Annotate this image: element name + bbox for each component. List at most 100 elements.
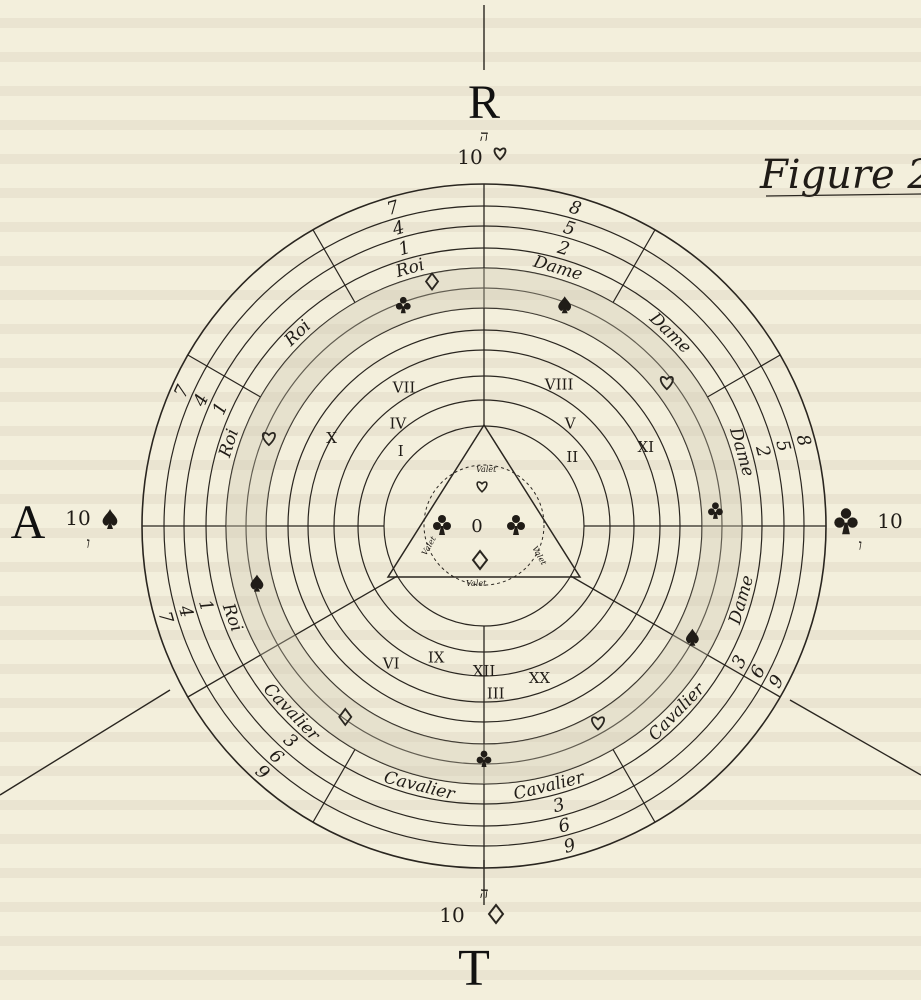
bleed-line xyxy=(0,630,921,640)
bleed-line xyxy=(0,256,921,266)
house-divider xyxy=(312,749,356,823)
bleed-line xyxy=(0,834,921,844)
bleed-line xyxy=(0,52,921,62)
ring-number: 3 xyxy=(551,794,567,817)
roman-numeral: II xyxy=(566,448,578,466)
bleed-line xyxy=(0,698,921,708)
house-divider xyxy=(612,749,656,823)
bleed-line xyxy=(0,766,921,776)
club-icon xyxy=(476,750,492,767)
ring-number: 7 xyxy=(154,609,177,626)
ring-number: 5 xyxy=(561,217,578,240)
ring-number: 9 xyxy=(562,835,578,858)
bleed-line xyxy=(0,800,921,810)
bleed-line xyxy=(0,392,921,402)
bleed-line xyxy=(0,460,921,470)
center-zero: 0 xyxy=(471,516,482,537)
bleed-line xyxy=(0,120,921,130)
ring-number: 8 xyxy=(567,197,584,220)
hebrew-vav-right: ו xyxy=(858,536,862,554)
bleed-line xyxy=(0,18,921,28)
roman-numeral: IV xyxy=(389,414,407,432)
figure-title-underline xyxy=(765,193,921,197)
spade-icon xyxy=(685,628,699,646)
ring-number: 1 xyxy=(194,597,217,614)
radial-dividers xyxy=(142,184,826,868)
roman-numeral: VII xyxy=(392,378,416,396)
diamond-icon xyxy=(487,903,505,925)
bleed-line xyxy=(0,154,921,164)
valet-label-bottom: Valet xyxy=(466,579,487,588)
ten-label-top: 10 xyxy=(457,145,482,169)
cardinal-ten-top: ה 10 xyxy=(457,127,507,169)
lower-left-radial-extension xyxy=(0,689,171,796)
valet-label-top: Valet xyxy=(476,465,497,474)
hebrew-vav-left: ו xyxy=(86,534,90,552)
ring-number: 1 xyxy=(396,237,413,260)
ten-label-left: 10 xyxy=(65,506,90,530)
bleed-line xyxy=(0,324,921,334)
cardinal-ten-bottom: ה 10 xyxy=(439,884,505,927)
bleed-line xyxy=(0,902,921,912)
cardinal-letter-left: A xyxy=(11,496,46,549)
roman-numeral: XI xyxy=(637,438,654,456)
bleed-line xyxy=(0,290,921,300)
hebrew-he-bottom: ה xyxy=(480,884,489,902)
roman-numeral: I xyxy=(398,442,404,460)
ring-number: 6 xyxy=(556,814,572,837)
bleed-line xyxy=(0,868,921,878)
cardinal-ten-left: 10 ו xyxy=(65,506,118,552)
cardinal-letter-bottom: T xyxy=(458,940,490,997)
diamond-icon xyxy=(471,549,489,571)
figure-title: Figure 2 xyxy=(759,152,921,198)
spade-icon xyxy=(558,296,572,314)
bleed-line xyxy=(0,426,921,436)
central-dashed-circle xyxy=(423,464,545,586)
bleed-line xyxy=(0,528,921,538)
bleed-line xyxy=(0,664,921,674)
vertex-spoke xyxy=(187,575,398,698)
ring-number: 4 xyxy=(174,602,198,620)
diamond-icon xyxy=(338,707,353,727)
heart-icon xyxy=(591,716,605,731)
ring-number: 2 xyxy=(554,237,572,261)
roman-numeral: XII xyxy=(473,662,496,680)
roman-numeral: VIII xyxy=(544,376,574,394)
roman-numeral: XX xyxy=(529,669,551,687)
vertex-spoke xyxy=(570,575,781,698)
cardinal-ten-right: 10 ו xyxy=(834,508,903,554)
bleed-line xyxy=(0,86,921,96)
spade-icon xyxy=(102,509,118,529)
roman-numeral: X xyxy=(326,429,337,447)
club-icon xyxy=(507,515,525,535)
roman-numeral: VI xyxy=(382,655,400,673)
house-divider xyxy=(187,354,261,398)
bleed-line xyxy=(0,358,921,368)
bleed-line xyxy=(0,970,921,980)
ten-label-right: 10 xyxy=(877,509,902,533)
ring-circle xyxy=(357,399,611,653)
club-icon xyxy=(395,296,411,314)
bleed-line xyxy=(0,596,921,606)
spade-icon xyxy=(250,574,264,592)
bleed-line xyxy=(0,562,921,572)
zodiac-and-planet-glyphs xyxy=(250,271,723,767)
roman-numeral: IX xyxy=(428,649,445,667)
house-divider xyxy=(707,354,781,398)
heart-icon xyxy=(493,147,507,161)
roman-numeral: V xyxy=(564,414,577,432)
diamond-icon xyxy=(424,271,440,291)
ring-number: 5 xyxy=(771,438,794,454)
hebrew-he-top: ה xyxy=(480,127,489,145)
club-icon xyxy=(834,508,858,535)
ring-number: 8 xyxy=(792,432,815,448)
bleed-line xyxy=(0,494,921,504)
club-icon xyxy=(708,502,723,519)
heart-icon xyxy=(476,481,488,493)
lower-right-radial-extension xyxy=(789,699,921,776)
ten-label-bottom: 10 xyxy=(439,903,464,927)
central-triangle xyxy=(386,423,582,578)
club-icon xyxy=(433,515,451,535)
